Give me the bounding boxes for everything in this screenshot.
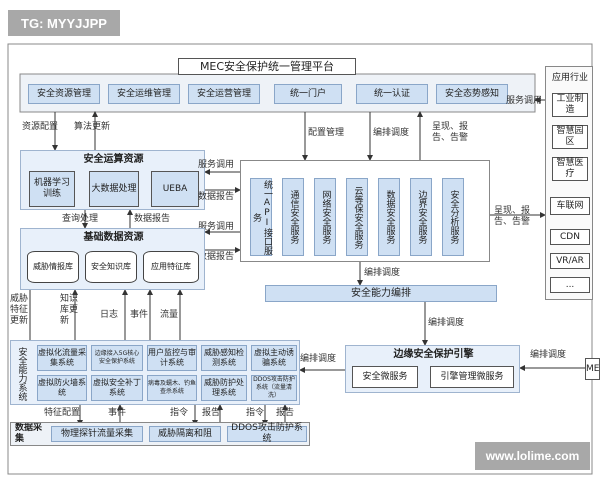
watermark-bottom-right: www.lolime.com [475,442,590,470]
label-flow: 流量 [160,310,179,320]
label-feature-config: 特征配置 [44,408,81,418]
cap-cell-5g-core: 边缘接入5G核心安全保护系统 [91,345,143,371]
label-config-mgmt: 配置管理 [308,128,345,138]
industry-item-smart-park: 智慧园区 [552,125,588,149]
service-analysis: 安全分析服务 [442,178,464,256]
service-network: 网络安全服务 [314,178,336,256]
cap-cell-threat-handle: 威胁防护处理系统 [201,375,247,401]
db-app-feature: 应用特征库 [143,251,199,283]
label-instruction-1: 指令 [170,408,189,418]
label-algo-update: 算法更新 [74,122,111,132]
ops-item-ueba: UEBA [151,171,199,207]
edge-item-engine-mgmt: 引擎管理微服务 [430,366,514,388]
label-data-report-3: 数据报告 [134,214,171,224]
label-service-call-1: 服务调用 [198,160,235,170]
data-collection-panel: 数据采集 物理探针流量采集 威胁隔离和阻 DDOS攻击防护系统 [10,422,310,446]
industry-item-smart-medical: 智慧医疗 [552,157,588,181]
cap-cell-ddos: DDOS攻击防护系统（流量清洗） [251,375,297,401]
label-orch-schedule-right: 编排调度 [530,350,567,360]
base-data-title: 基础数据资源 [83,232,144,243]
service-api: 统一API接口服务 [250,178,272,256]
service-boundary: 边界安全服务 [410,178,432,256]
top-button-unified-portal[interactable]: 统一门户 [274,84,342,104]
label-data-report-2: 数据报告 [198,252,235,262]
base-data-panel: 基础数据资源 威胁情报库 安全知识库 应用特征库 [20,228,205,290]
capability-system-label: 安全能力系统 [16,347,27,401]
dc-item-probe: 物理探针流量采集 [51,426,143,442]
ops-item-bigdata: 大数据处理 [89,171,139,207]
platform-title: MEC安全保护统一管理平台 [178,58,356,75]
cap-cell-threat-detect: 威胁感知检测系统 [201,345,247,371]
cap-cell-decoy: 虚拟主动诱骗系统 [251,345,297,371]
label-resource-config: 资源配置 [22,122,59,132]
edge-item-security-microservice: 安全微服务 [352,366,418,388]
edge-engine-title: 边缘安全保护引擎 [393,349,474,360]
label-present-report-alarm-2: 呈现、报告、告警 [494,206,531,227]
cap-cell-user-audit: 用户监控与审计系统 [147,345,197,371]
label-data-report-1: 数据报告 [198,192,235,202]
service-data: 数据安全服务 [378,178,400,256]
industry-item-cdn: CDN [550,229,590,245]
label-orch-schedule-top: 编排调度 [373,128,410,138]
label-knowledge-update: 知识库更新 [60,294,79,326]
label-event-1: 事件 [130,310,149,320]
cap-cell-vfirewall: 虚拟防火墙系统 [37,375,87,401]
edge-engine-panel: 边缘安全保护引擎 安全微服务 引擎管理微服务 [345,345,520,393]
label-orch-schedule-left: 编排调度 [300,354,337,364]
label-event-2: 事件 [108,408,127,418]
data-collection-label: 数据采集 [15,423,43,444]
label-query-process: 查询处理 [62,214,99,224]
ops-resources-panel: 安全运算资源 机器学习训练 大数据处理 UEBA [20,150,205,210]
watermark-top-left: TG: MYYJJPP [8,10,120,36]
label-threat-feature-update: 威胁特征更新 [10,294,29,326]
orchestration-bar: 安全能力编排 [265,285,497,302]
top-button-operation-mgmt[interactable]: 安全运营管理 [188,84,260,104]
label-orch-schedule-low: 编排调度 [428,318,465,328]
cap-cell-vflow: 虚拟化流量采集系统 [37,345,87,371]
top-button-resource-mgmt[interactable]: 安全资源管理 [28,84,100,104]
label-service-call-right: 服务调用 [506,96,543,106]
db-threat-intel: 威胁情报库 [27,251,79,283]
capability-system-panel: 安全能力系统 虚拟化流量采集系统 边缘接入5G核心安全保护系统 用户监控与审计系… [10,340,300,405]
label-orch-schedule-mid: 编排调度 [364,268,401,278]
industry-item-more: ... [550,277,590,293]
service-communication: 通信安全服务 [282,178,304,256]
industry-title: 应用行业 [551,72,588,83]
label-service-call-2: 服务调用 [198,222,235,232]
db-security-knowledge: 安全知识库 [85,251,137,283]
industry-item-vr-ar: VR/AR [550,253,590,269]
top-button-unified-auth[interactable]: 统一认证 [356,84,428,104]
top-button-situation-awareness[interactable]: 安全态势感知 [436,84,508,104]
ops-item-ml-training: 机器学习训练 [29,171,75,207]
label-instruction-2: 指令 [246,408,265,418]
industry-item-manufacturing: 工业制造 [552,93,588,117]
mec-box: MEC [585,358,600,380]
label-log: 日志 [100,310,119,320]
cap-cell-vpatch: 虚拟安全补丁系统 [91,375,143,401]
ops-resources-title: 安全运算资源 [83,154,144,165]
top-button-ops-mgmt[interactable]: 安全运维管理 [108,84,180,104]
label-present-report-alarm-1: 呈现、报告、告警 [432,122,469,143]
cap-cell-antivirus: 病毒及蠕木、钓鱼查杀系统 [147,375,197,401]
industry-panel: 应用行业 工业制造 智慧园区 智慧医疗 车联网 CDN VR/AR ... [545,66,593,300]
dc-item-ddos: DDOS攻击防护系统 [227,423,307,444]
service-cloud-compliance: 云等保安全服务 [346,178,368,256]
dc-item-isolation: 威胁隔离和阻 [149,426,221,442]
industry-item-iov: 车联网 [550,197,590,215]
label-report-2: 报告 [276,408,295,418]
label-report-1: 报告 [202,408,221,418]
